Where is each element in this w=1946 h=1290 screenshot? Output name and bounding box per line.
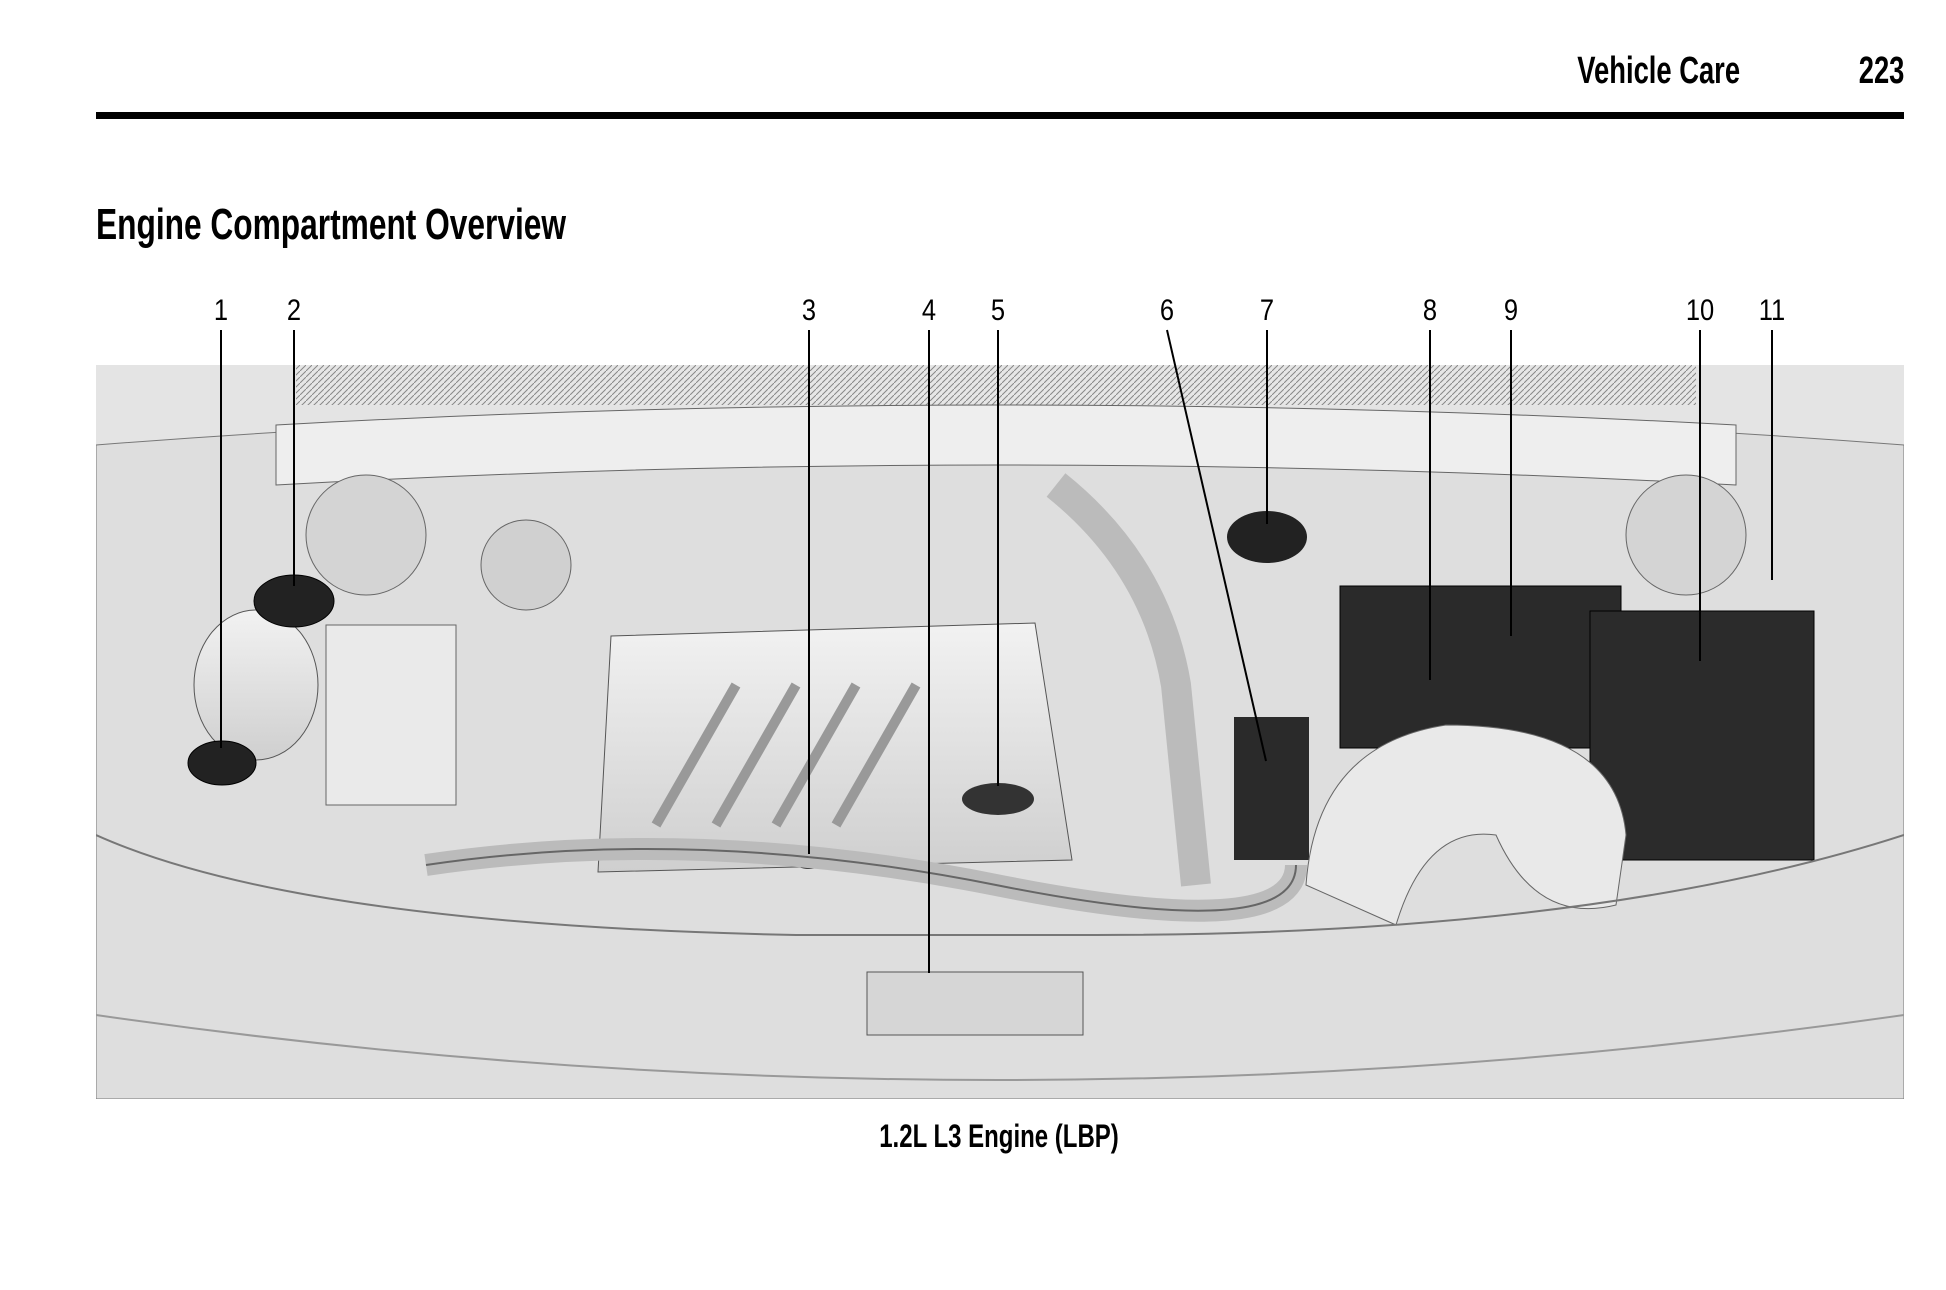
engine-control-module: [1234, 717, 1309, 860]
coolant-cap: [253, 574, 335, 628]
battery: [1339, 585, 1622, 749]
callout-8: 8: [1422, 294, 1438, 327]
engine-cover: [597, 622, 1073, 873]
callout-1: 1: [213, 294, 229, 327]
callout-7: 7: [1259, 294, 1275, 327]
brake-fluid-cap: [1227, 511, 1307, 563]
page-number: 223: [1858, 50, 1904, 92]
engine-compartment-illustration: [96, 365, 1904, 1099]
fuse-block: [1589, 610, 1815, 861]
cowl-grille: [296, 365, 1696, 405]
callout-9: 9: [1503, 294, 1519, 327]
callout-6: 6: [1159, 294, 1175, 327]
strut-brace: [275, 404, 1737, 486]
section-title: Vehicle Care: [1577, 50, 1740, 92]
callout-10: 10: [1685, 294, 1715, 327]
callout-3: 3: [801, 294, 817, 327]
page-title: Engine Compartment Overview: [96, 200, 567, 249]
header-rule: [96, 112, 1904, 119]
callout-2: 2: [286, 294, 302, 327]
coolant-reservoir: [193, 609, 319, 761]
hood-latch-bracket: [866, 971, 1084, 1036]
oil-fill-cap: [962, 783, 1034, 815]
callout-5: 5: [990, 294, 1006, 327]
washer-fluid-cap: [187, 740, 257, 786]
callout-4: 4: [921, 294, 937, 327]
callout-11: 11: [1758, 294, 1786, 327]
air-intake-duct: [1305, 724, 1627, 926]
figure-caption: 1.2L L3 Engine (LBP): [879, 1118, 1119, 1154]
